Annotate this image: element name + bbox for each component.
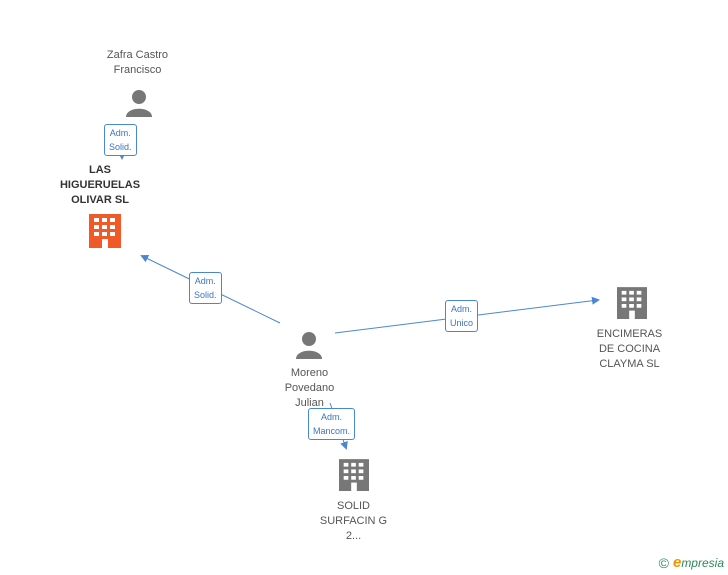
node-label-line: Moreno <box>290 367 329 379</box>
node-label-line: CLAYMA SL <box>599 358 660 370</box>
node-label-line: DE COCINA <box>598 343 661 355</box>
building-icon[interactable] <box>89 214 121 250</box>
building-icon[interactable] <box>617 287 647 321</box>
node-label-las-higueruelas: LAS HIGUERUELAS OLIVAR SL <box>50 163 150 208</box>
brand-initial: e <box>672 554 682 571</box>
node-label-line: SURFACIN G <box>319 515 388 527</box>
edge-label-line: Adm. <box>194 276 216 286</box>
node-label-line: Zafra Castro <box>106 49 169 61</box>
node-label-zafra: Zafra Castro Francisco <box>90 48 185 78</box>
edge-label-line: Adm. <box>321 412 343 422</box>
node-label-line: HIGUERUELAS <box>59 179 141 191</box>
edge-label-zafra-las[interactable]: Adm. Solid. <box>104 124 137 156</box>
node-label-encimeras: ENCIMERAS DE COCINA CLAYMA SL <box>582 327 677 372</box>
edge-label-moreno-solid[interactable]: Adm. Mancom. <box>308 408 356 440</box>
person-icon[interactable] <box>124 88 154 118</box>
edge-label-line: Adm. <box>109 128 131 138</box>
edge-label-line: Solid. <box>109 142 132 152</box>
node-label-line: LAS <box>89 164 111 176</box>
edge-label-line: Unico <box>450 318 474 328</box>
edge-label-line: Mancom. <box>313 426 351 436</box>
edge-label-line: Solid. <box>194 290 217 300</box>
node-label-moreno: Moreno Povedano Julian <box>262 366 357 411</box>
building-icon[interactable] <box>339 459 369 493</box>
edge-label-moreno-encimeras[interactable]: Adm. Unico <box>445 300 479 332</box>
copyright-icon: © <box>658 554 669 571</box>
node-label-line: Julian <box>295 397 324 409</box>
node-label-line: Francisco <box>113 64 162 76</box>
edge-label-moreno-las[interactable]: Adm. Solid. <box>189 272 222 304</box>
edge-label-line: Adm. <box>451 304 473 314</box>
node-label-line: SOLID <box>336 500 370 512</box>
person-icon[interactable] <box>294 330 324 360</box>
node-label-line: OLIVAR SL <box>71 194 129 206</box>
node-label-line: ENCIMERAS <box>596 328 663 340</box>
brand-name: mpresia <box>681 555 724 570</box>
node-label-line: Povedano <box>284 382 335 394</box>
node-label-line: 2... <box>345 530 362 542</box>
node-label-solid: SOLID SURFACIN G 2... <box>306 499 401 544</box>
